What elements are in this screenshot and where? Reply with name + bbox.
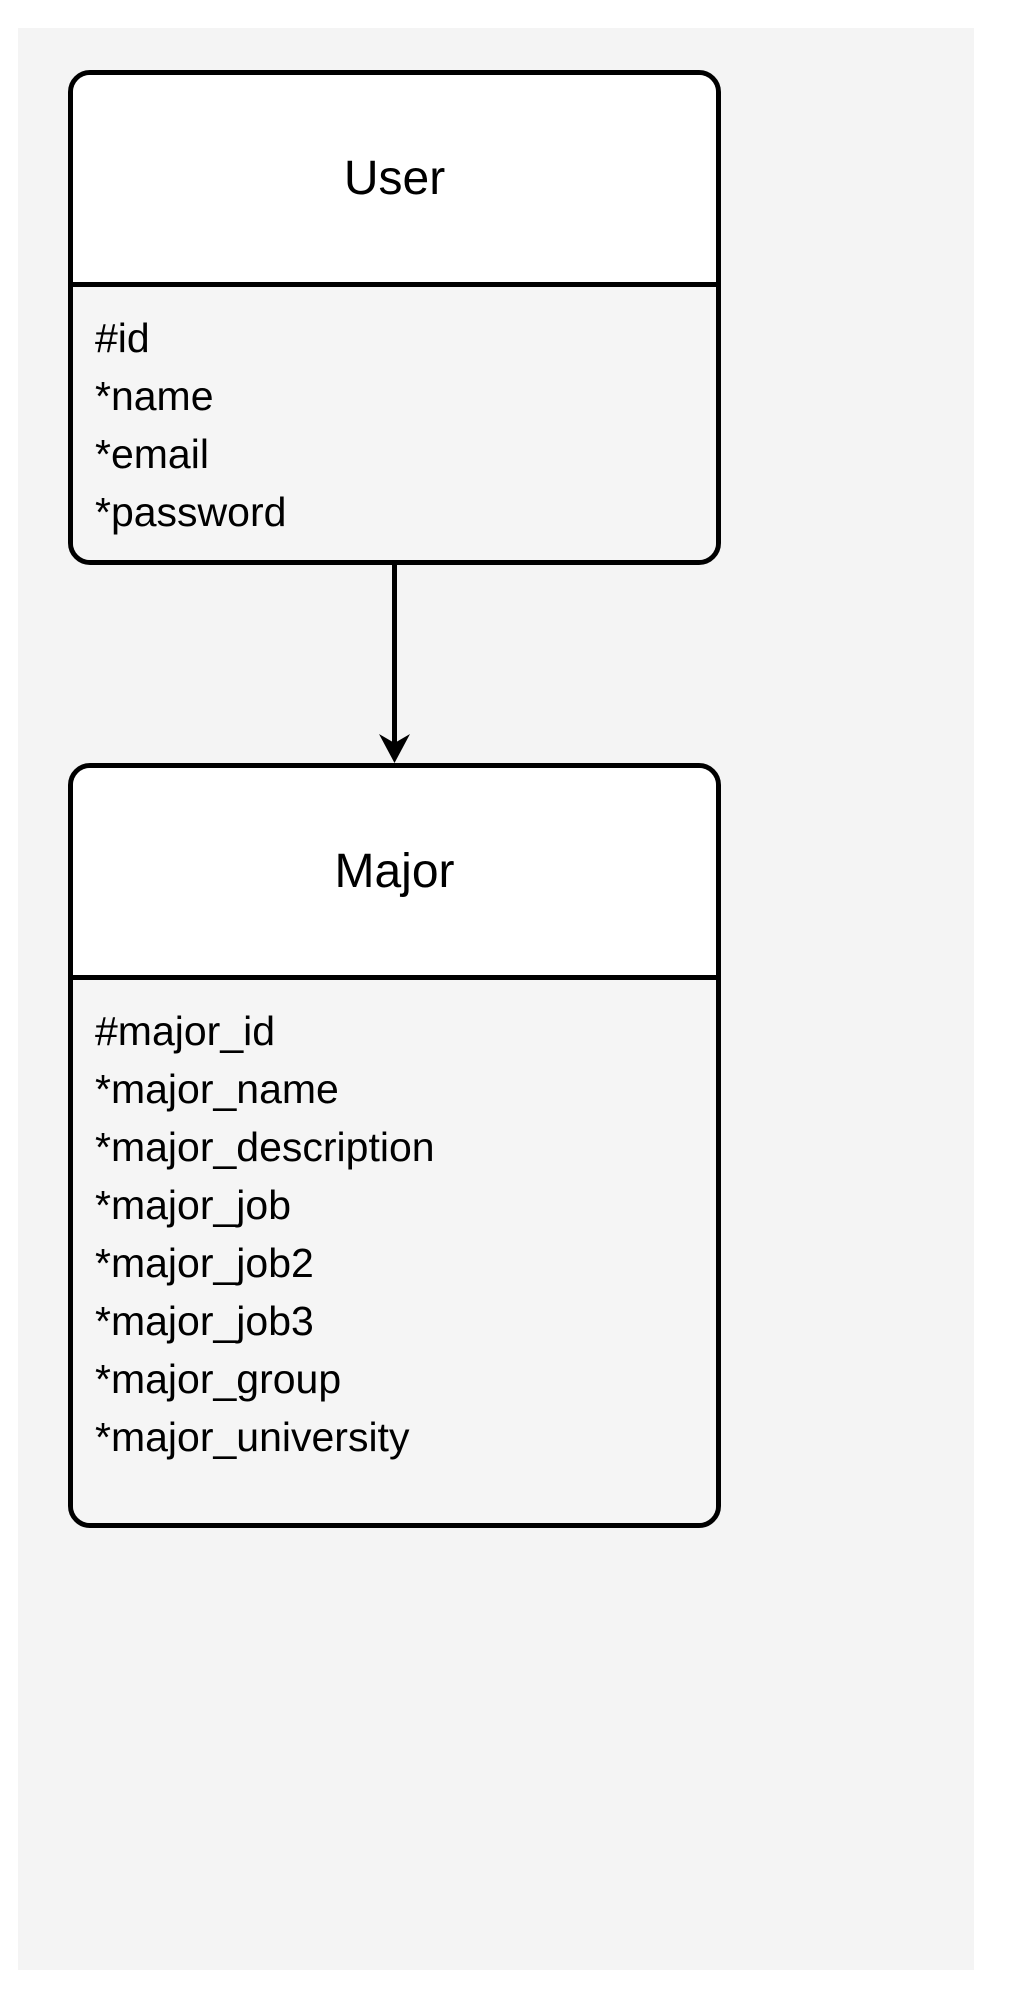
entity-user-title: User bbox=[73, 75, 716, 287]
attribute-row: *major_group bbox=[95, 1356, 342, 1402]
entity-major-attributes: #major_id *major_name *major_description… bbox=[73, 980, 716, 1523]
arrowhead-icon bbox=[379, 734, 410, 763]
attribute-row: *password bbox=[95, 489, 287, 535]
attribute-row: *major_job2 bbox=[95, 1240, 314, 1286]
entity-major[interactable]: Major #major_id *major_name *major_descr… bbox=[68, 763, 721, 1528]
entity-major-title: Major bbox=[73, 768, 716, 980]
attribute-row: *email bbox=[95, 431, 209, 477]
attribute-row: *major_job bbox=[95, 1182, 291, 1228]
entity-user-attributes: #id *name *email *password bbox=[73, 287, 716, 560]
attribute-row: #major_id bbox=[95, 1008, 276, 1054]
attribute-row: #id bbox=[95, 315, 150, 361]
attribute-row: *major_name bbox=[95, 1066, 339, 1112]
attribute-row: *major_description bbox=[95, 1124, 435, 1170]
entity-user[interactable]: User #id *name *email *password bbox=[68, 70, 721, 565]
attribute-row: *name bbox=[95, 373, 214, 419]
attribute-row: *major_job3 bbox=[95, 1298, 314, 1344]
diagram-canvas: User #id *name *email *password Major #m… bbox=[18, 28, 974, 1970]
attribute-row: *major_university bbox=[95, 1414, 410, 1460]
